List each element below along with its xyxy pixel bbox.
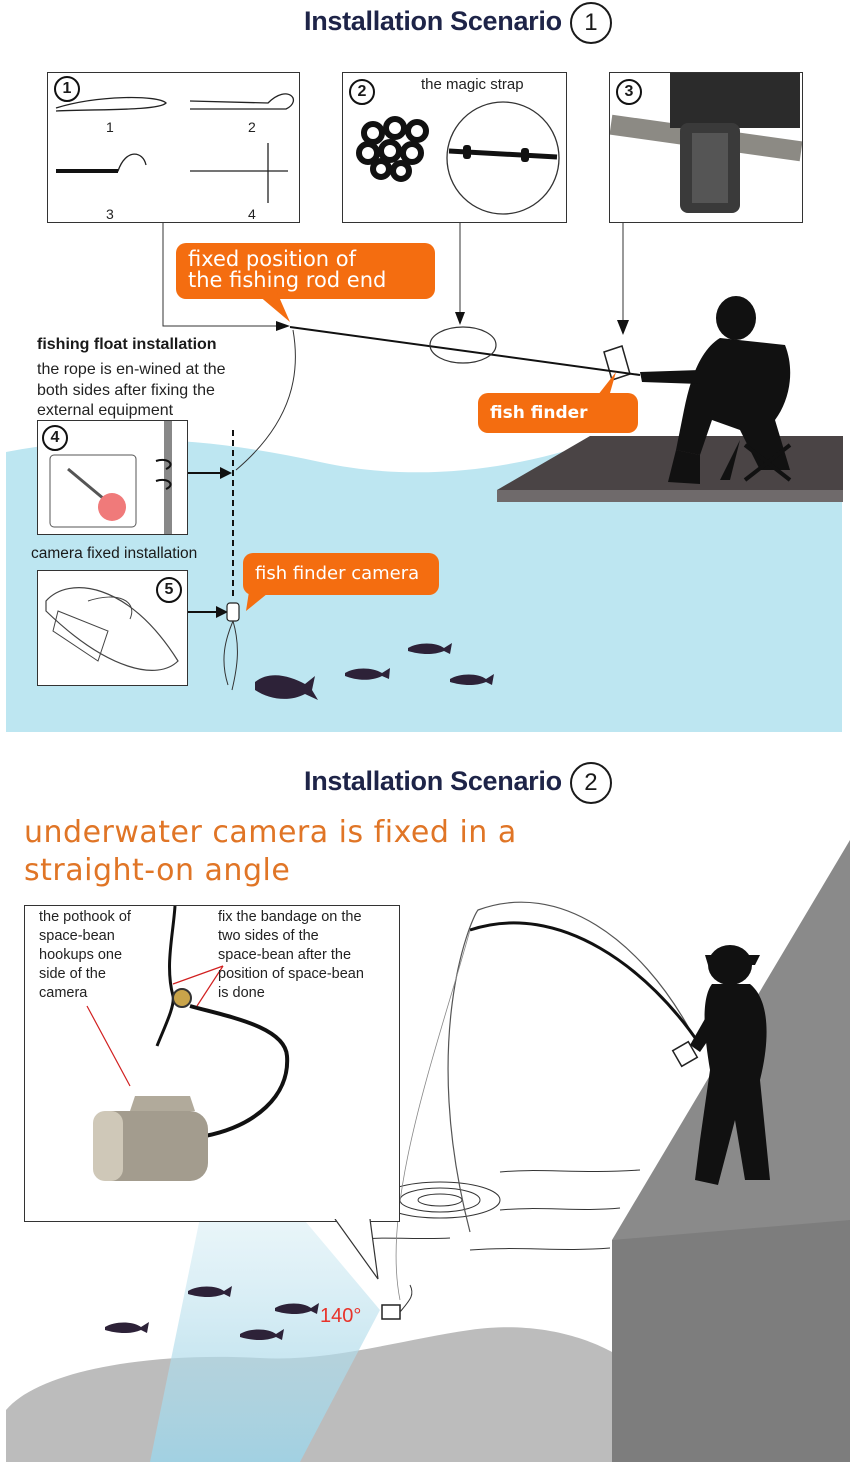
- step2-panel: 2 the magic strap: [342, 72, 567, 223]
- note-left-line5: camera: [39, 985, 88, 1001]
- step2-number: 2: [349, 79, 375, 105]
- note-pothook: the pothook of space-bean hookups one si…: [39, 908, 131, 1003]
- subtitle-line2: straight-on angle: [24, 853, 291, 888]
- knot-illustration: [55, 93, 294, 203]
- step3-number: 3: [616, 79, 642, 105]
- step1-number: 1: [54, 76, 80, 102]
- scenario2-number: 2: [569, 762, 612, 804]
- camera-angle-label: 140°: [320, 1305, 362, 1327]
- step3-panel: 3: [609, 72, 803, 223]
- lcd-callout: fish finder LCD: [478, 393, 638, 455]
- scenario2-title: Installation Scenario: [304, 766, 562, 796]
- step1-label-2: 2: [248, 119, 256, 135]
- float-text-line3: external equipment: [37, 402, 174, 419]
- float-illustration: [49, 421, 172, 534]
- note-right-line4: position of space-bean: [218, 966, 364, 982]
- float-text-line1: the rope is en-wined at the: [37, 361, 226, 378]
- note-left-line4: side of the: [39, 966, 106, 982]
- float-install-title: fishing float installation: [37, 336, 217, 353]
- note-right-line3: space-bean after the: [218, 947, 352, 963]
- rod-end-callout-line2: the fishing rod end: [188, 268, 387, 292]
- magic-strap-illustration: [356, 101, 560, 215]
- step1-panel: 1 1 2 3 4: [47, 72, 300, 223]
- note-left-line1: the pothook of: [39, 909, 131, 925]
- note-right-line1: fix the bandage on the: [218, 909, 362, 925]
- scenario1-title: Installation Scenario: [304, 6, 562, 36]
- rod-holder-illustration: [610, 73, 802, 213]
- step1-label-4: 4: [248, 206, 256, 222]
- note-left-line2: space-bean: [39, 928, 115, 944]
- camera-callout: fish finder camera: [243, 553, 439, 595]
- step5-panel: 5: [37, 570, 188, 686]
- camera-closeup-illustration: [86, 906, 290, 1181]
- camera-mount-illustration: [45, 587, 179, 671]
- float-install-text: the rope is en-wined at the both sides a…: [37, 360, 226, 422]
- step4-panel: 4: [37, 420, 188, 535]
- subtitle-line1: underwater camera is fixed in a: [24, 815, 517, 850]
- note-right-line5: is done: [218, 985, 265, 1001]
- step4-number: 4: [42, 425, 68, 451]
- camera-closeup-panel: the pothook of space-bean hookups one si…: [24, 905, 400, 1222]
- note-left-line3: hookups one: [39, 947, 123, 963]
- step1-label-1: 1: [106, 119, 114, 135]
- closeup-pointer: [334, 1219, 379, 1280]
- rod-end-callout-line1: fixed position of: [188, 247, 357, 271]
- note-bandage: fix the bandage on the two sides of the …: [218, 908, 364, 1003]
- magic-strap-caption: the magic strap: [421, 76, 524, 93]
- lcd-callout-pointer: [594, 372, 616, 400]
- camera-fixed-label: camera fixed installation: [31, 545, 198, 562]
- camera-callout-pointer: [246, 585, 278, 611]
- scenario2-subtitle: underwater camera is fixed in a straight…: [24, 814, 517, 890]
- scenario1-number: 1: [569, 2, 612, 44]
- note-right-line2: two sides of the: [218, 928, 319, 944]
- float-text-line2: both sides after fixing the: [37, 381, 215, 399]
- rod-end-callout: fixed position of the fishing rod end: [176, 243, 435, 299]
- rod-end-callout-pointer: [252, 290, 290, 322]
- step1-label-3: 3: [106, 206, 114, 222]
- step5-number: 5: [156, 577, 182, 603]
